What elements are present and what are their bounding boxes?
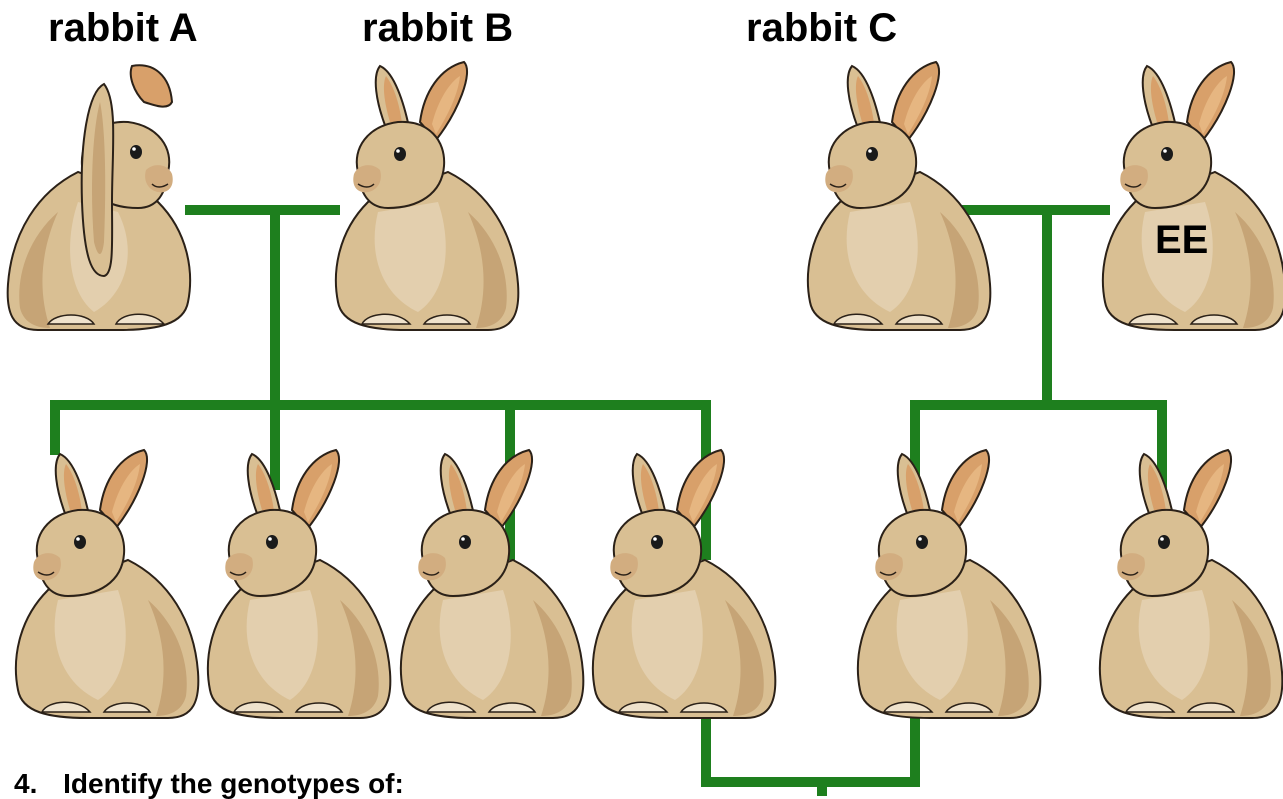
question-number: 4. <box>14 768 38 799</box>
rabbit-a-figure <box>6 64 192 332</box>
rabbit-c-figure <box>806 61 992 331</box>
rabbit-d-figure <box>1101 61 1283 331</box>
offspring-4-figure <box>591 449 777 719</box>
rabbit-b-figure <box>334 61 520 331</box>
offspring-2-figure <box>206 449 392 719</box>
question-prompt: Identify the genotypes of: <box>63 768 404 799</box>
offspring-3-figure <box>399 449 585 719</box>
rabbit-b-label: rabbit B <box>362 6 514 50</box>
question-text: 4. Identify the genotypes of: <box>14 770 404 798</box>
offspring-6-figure <box>1098 449 1283 719</box>
genotype-label: EE <box>1155 218 1209 262</box>
rabbit-a-label: rabbit A <box>48 6 198 50</box>
offspring-1-figure <box>14 449 200 719</box>
rabbit-c-label: rabbit C <box>746 6 898 50</box>
offspring-5-figure <box>856 449 1042 719</box>
